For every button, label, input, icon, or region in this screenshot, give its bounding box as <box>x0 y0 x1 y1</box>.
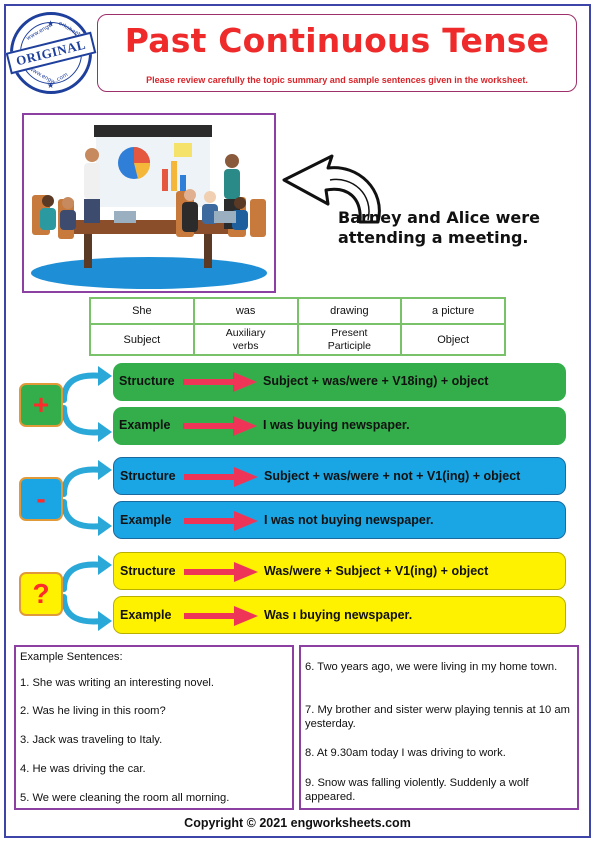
pink-arrow-icon <box>183 416 257 436</box>
table-cell: She <box>89 297 195 325</box>
example-text: I was not buying newspaper. <box>264 513 434 527</box>
negative-sign: - <box>19 477 63 521</box>
caption-line-1: Barney and Alice were <box>338 208 540 227</box>
example-label: Example <box>120 608 172 622</box>
table-row: She was drawing a picture <box>89 297 506 325</box>
original-stamp: ★ ★ www.engw orksheets www.engw .com ORI… <box>5 12 97 94</box>
copyright-footer: Copyright © 2021 engworksheets.com <box>184 816 411 830</box>
page-frame <box>4 4 591 838</box>
question-sign: ? <box>19 572 63 616</box>
example-label: Example <box>119 418 171 432</box>
meeting-illustration-icon <box>31 125 267 289</box>
table-cell: Auxiliary verbs <box>192 323 299 356</box>
sentence-breakdown-table: She was drawing a picture Subject Auxili… <box>89 297 506 356</box>
pink-arrow-icon <box>184 467 258 487</box>
cell-line: Participle <box>327 339 371 352</box>
meeting-illustration <box>22 113 276 293</box>
list-item: 8. At 9.30am today I was driving to work… <box>305 747 506 759</box>
cell-line: Present <box>331 326 368 339</box>
question-structure-bar: Structure Was/were + Subject + V1(ing) +… <box>113 552 566 590</box>
structure-text: Subject + was/were + not + V1(ing) + obj… <box>264 469 521 483</box>
list-item: 2. Was he living in this room? <box>20 705 166 717</box>
structure-label: Structure <box>119 374 175 388</box>
illustration-caption: Barney and Alice were attending a meetin… <box>338 208 540 248</box>
structure-label: Structure <box>120 469 176 483</box>
pink-arrow-icon <box>183 372 257 392</box>
cell-line: verbs <box>232 339 259 352</box>
negative-structure-bar: Structure Subject + was/were + not + V1(… <box>113 457 566 495</box>
branch-arrows-icon <box>61 555 112 631</box>
list-item: 4. He was driving the car. <box>20 763 146 775</box>
examples-heading: Example Sentences: <box>20 651 123 663</box>
list-item: 7. My brother and sister werw playing te… <box>305 704 570 730</box>
structure-text: Subject + was/were + V18ing) + object <box>263 374 489 388</box>
pink-arrow-icon <box>184 606 258 626</box>
pink-arrow-icon <box>184 511 258 531</box>
branch-arrows-icon <box>61 460 112 536</box>
example-text: I was buying newspaper. <box>263 418 410 432</box>
cell-line: Subject <box>123 333 161 346</box>
pink-arrow-icon <box>184 562 258 582</box>
structure-label: Structure <box>120 564 176 578</box>
negative-example-bar: Example I was not buying newspaper. <box>113 501 566 539</box>
caption-line-2: attending a meeting. <box>338 228 529 247</box>
table-cell: Object <box>400 323 506 356</box>
list-item: 9. Snow was falling violently. Suddenly … <box>305 777 529 803</box>
list-item: 6. Two years ago, we were living in my h… <box>305 661 558 673</box>
branch-arrows-icon <box>61 366 112 442</box>
positive-sign: + <box>19 383 63 427</box>
example-text: Was ı buying newspaper. <box>264 608 413 622</box>
list-item: 1. She was writing an interesting novel. <box>20 677 215 689</box>
example-sentences-right: 6. Two years ago, we were living in my h… <box>299 645 579 810</box>
list-item: 3. Jack was traveling to Italy. <box>20 734 163 746</box>
title-box: Past Continuous Tense Please review care… <box>97 14 577 92</box>
table-cell: drawing <box>296 297 403 325</box>
example-sentences-left: Example Sentences: 1. She was writing an… <box>14 645 294 810</box>
table-cell: Subject <box>89 323 195 356</box>
positive-example-bar: Example I was buying newspaper. <box>113 407 566 445</box>
example-label: Example <box>120 513 172 527</box>
structure-text: Was/were + Subject + V1(ing) + object <box>264 564 489 578</box>
question-example-bar: Example Was ı buying newspaper. <box>113 596 566 634</box>
list-item: 5. We were cleaning the room all morning… <box>20 792 230 804</box>
cell-line: Auxiliary <box>225 326 266 339</box>
table-cell: was <box>192 297 299 325</box>
page-subtitle: Please review carefully the topic summar… <box>146 75 528 85</box>
table-cell: Present Participle <box>296 323 403 356</box>
table-row: Subject Auxiliary verbs Present Particip… <box>89 323 506 356</box>
table-cell: a picture <box>400 297 506 325</box>
page-title: Past Continuous Tense <box>124 21 550 60</box>
positive-structure-bar: Structure Subject + was/were + V18ing) +… <box>113 363 566 401</box>
curved-arrow-icon <box>282 154 381 224</box>
cell-line: Object <box>437 333 470 346</box>
